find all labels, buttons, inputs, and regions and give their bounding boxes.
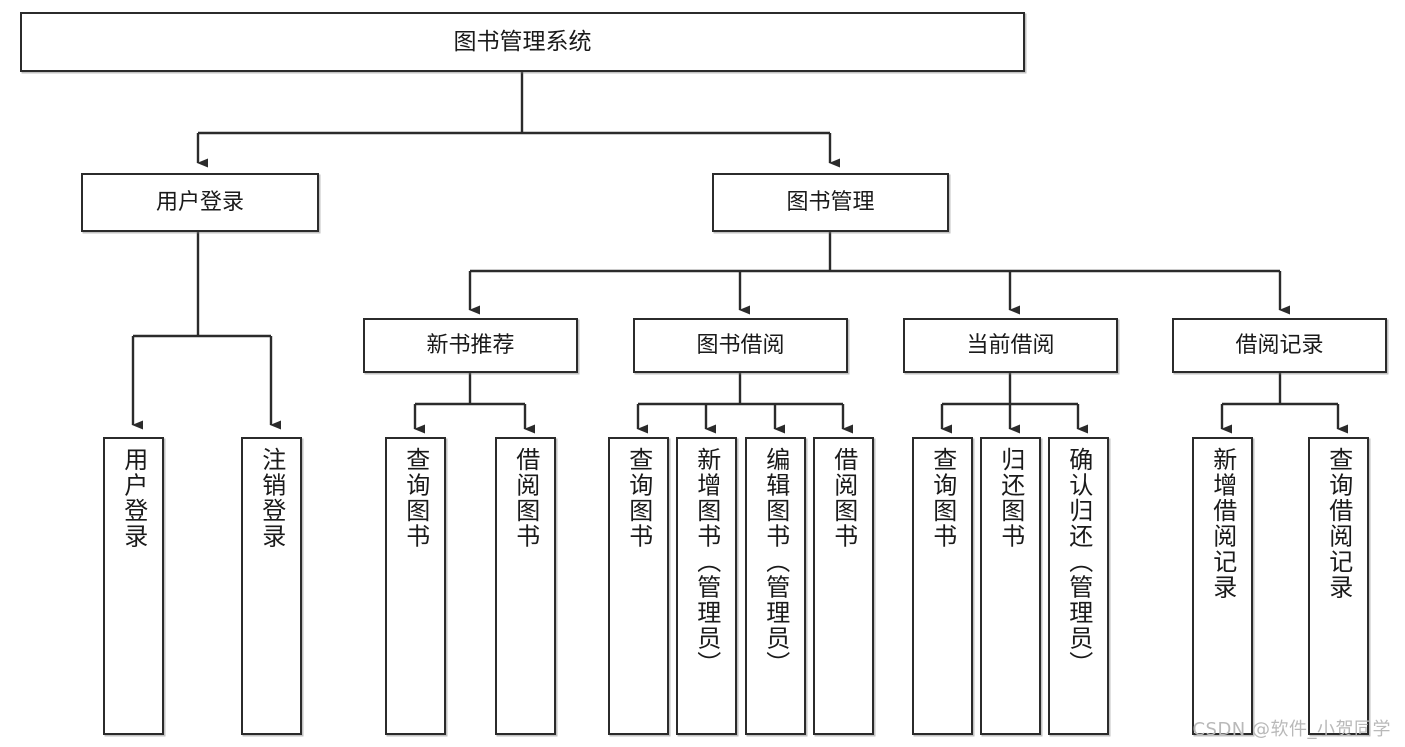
- node-label: 图书管理: [786, 189, 875, 215]
- node-label: 借阅图书: [829, 447, 858, 549]
- node-label: 注销登录: [257, 447, 286, 549]
- node-label: 查询图书: [928, 447, 957, 549]
- leaf-book-borrow-borrow-book[interactable]: 借阅图书: [813, 437, 874, 735]
- node-label: 编辑图书（管理员）: [761, 447, 790, 677]
- leaf-book-borrow-query-book[interactable]: 查询图书: [608, 437, 669, 735]
- leaf-current-borrow-query-book[interactable]: 查询图书: [912, 437, 973, 735]
- node-label: 图书管理系统: [453, 28, 592, 55]
- node-current-borrow[interactable]: 当前借阅: [903, 318, 1118, 373]
- node-label: 新增借阅记录: [1208, 447, 1237, 600]
- leaf-user-login-login[interactable]: 用户登录: [103, 437, 164, 735]
- node-label: 当前借阅: [966, 332, 1055, 358]
- node-label: 用户登录: [155, 189, 244, 215]
- node-label: 确认归还（管理员）: [1064, 447, 1093, 677]
- node-label: 借阅图书: [511, 447, 540, 549]
- leaf-user-login-logout[interactable]: 注销登录: [241, 437, 302, 735]
- node-new-book-recommend[interactable]: 新书推荐: [363, 318, 578, 373]
- csdn-watermark: CSDN @软件_小贺同学: [1192, 719, 1391, 740]
- node-label: 查询图书: [624, 447, 653, 549]
- node-book-borrow[interactable]: 图书借阅: [633, 318, 848, 373]
- node-user-login[interactable]: 用户登录: [81, 173, 319, 232]
- node-label: 新增图书（管理员）: [692, 447, 721, 677]
- node-book-management[interactable]: 图书管理: [712, 173, 949, 232]
- node-root-system[interactable]: 图书管理系统: [20, 12, 1025, 72]
- leaf-new-book-borrow-book[interactable]: 借阅图书: [495, 437, 556, 735]
- node-label: 用户登录: [119, 447, 148, 549]
- node-label: 归还图书: [996, 447, 1025, 549]
- node-label: 查询图书: [401, 447, 430, 549]
- node-label: 查询借阅记录: [1324, 447, 1353, 600]
- leaf-current-borrow-return-book[interactable]: 归还图书: [980, 437, 1041, 735]
- node-borrow-record[interactable]: 借阅记录: [1172, 318, 1387, 373]
- leaf-new-book-query-book[interactable]: 查询图书: [385, 437, 446, 735]
- node-label: 借阅记录: [1235, 332, 1324, 358]
- leaf-book-borrow-edit-book-admin[interactable]: 编辑图书（管理员）: [745, 437, 806, 735]
- leaf-borrow-record-query-record[interactable]: 查询借阅记录: [1308, 437, 1369, 735]
- node-label: 图书借阅: [696, 332, 785, 358]
- leaf-borrow-record-add-record[interactable]: 新增借阅记录: [1192, 437, 1253, 735]
- leaf-book-borrow-add-book-admin[interactable]: 新增图书（管理员）: [676, 437, 737, 735]
- leaf-current-borrow-confirm-return-admin[interactable]: 确认归还（管理员）: [1048, 437, 1109, 735]
- node-label: 新书推荐: [426, 332, 515, 358]
